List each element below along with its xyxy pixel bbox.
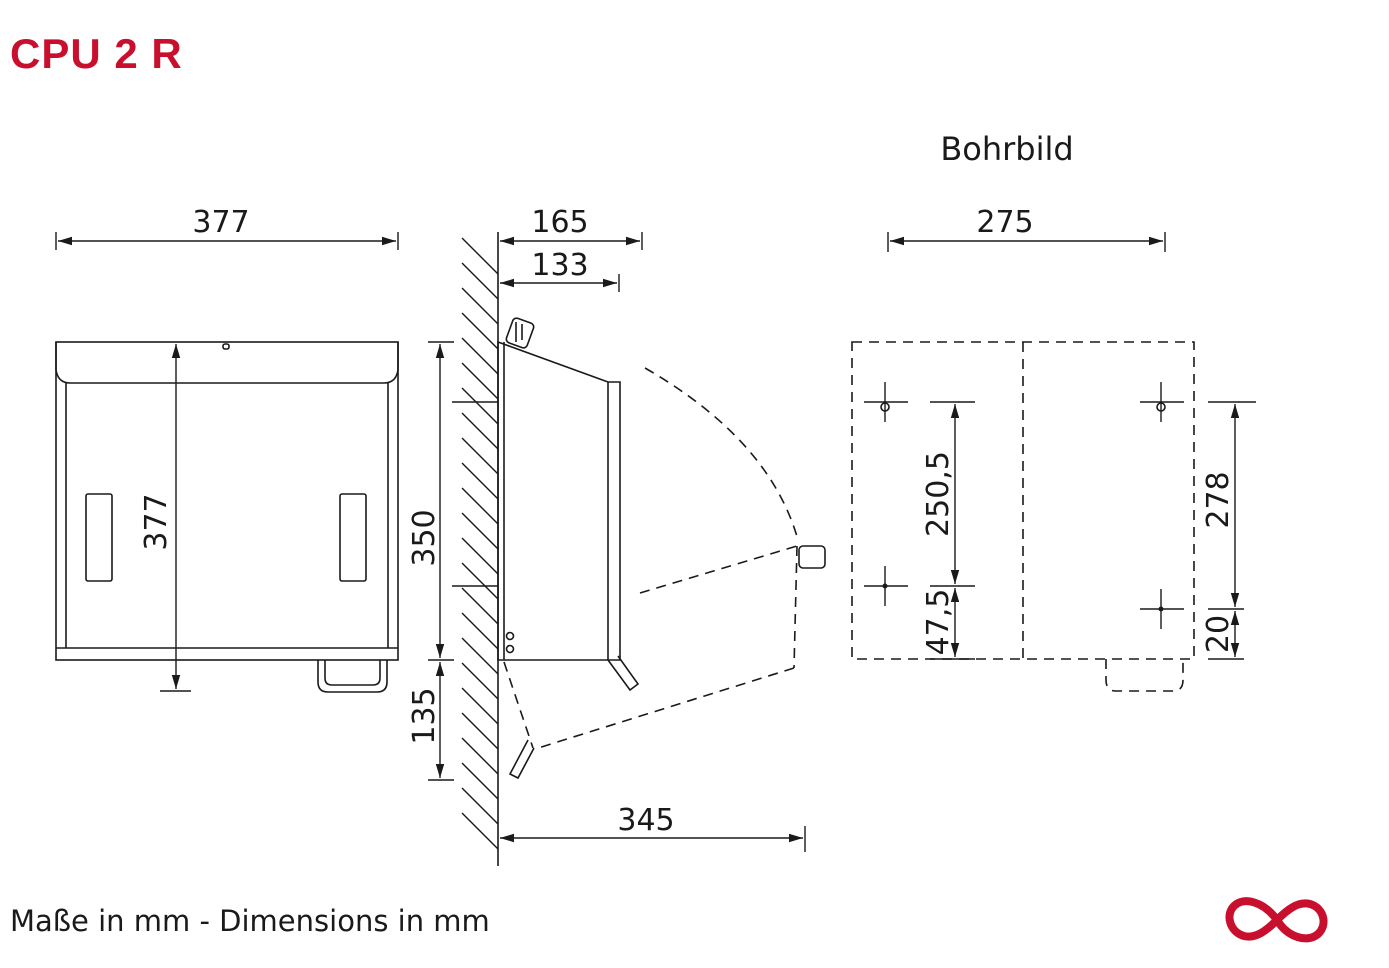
side-height-label: 350 [407,509,442,566]
drill-left-offset-label: 47,5 [921,589,956,656]
footer-note: Maße in mm - Dimensions in mm [10,904,490,938]
side-view: 165 133 350 135 345 [407,205,826,866]
front-height-label: 377 [139,493,174,550]
drill-right-offset-label: 20 [1201,615,1236,653]
drill-right-spacing-label: 278 [1201,471,1236,528]
drill-left-spacing-label: 250,5 [921,451,956,537]
page-title: CPU 2 R [10,30,183,77]
side-below-label: 135 [407,687,442,744]
brand-logo-icon [1225,897,1328,943]
side-depth-top-label: 165 [531,205,588,240]
front-width-label: 377 [192,205,249,240]
drill-pattern: Bohrbild 275 250,5 47,5 [851,130,1256,692]
bohrbild-label: Bohrbild [940,130,1073,168]
drill-width-label: 275 [976,205,1033,240]
side-depth-inner-label: 133 [531,248,588,283]
side-open-depth-label: 345 [617,803,674,838]
front-view: 377 377 [55,205,399,693]
